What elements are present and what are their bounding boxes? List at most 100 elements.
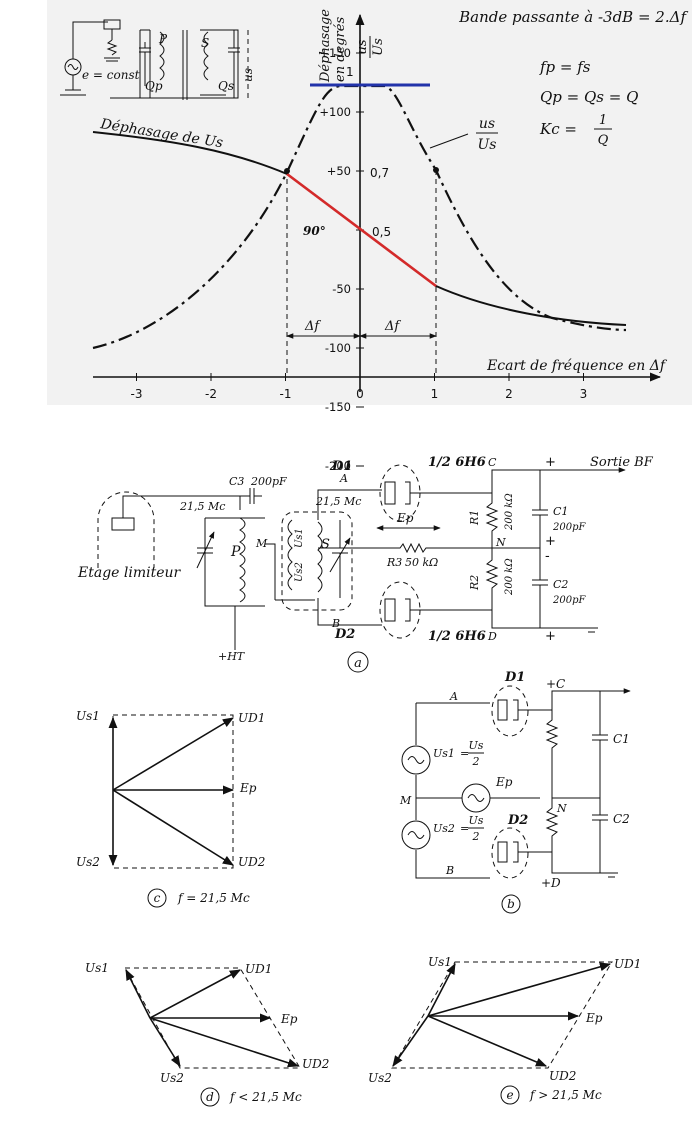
condition-d: f < 21,5 Mc [229, 1090, 302, 1104]
c-ud2: UD2 [238, 855, 265, 869]
caption-c: c [154, 891, 161, 905]
b-frac1-den: 2 [472, 755, 480, 768]
primary-tune-cap [196, 531, 215, 569]
inset-us-label: us [241, 68, 255, 82]
b-us1-label: Us1 [433, 747, 455, 760]
r2-value: 200 kΩ [504, 558, 515, 596]
inset-qp-label: Qp [145, 79, 163, 93]
primary-label: P [230, 544, 241, 560]
inset-qs-label: Qs [218, 79, 234, 93]
caption-a: a [354, 656, 362, 671]
c3-capacitor [249, 488, 255, 504]
r2-resistor [485, 548, 499, 610]
c-ud1: UD1 [238, 711, 265, 725]
vector-ud1 [112, 717, 234, 791]
discriminator-schematic: C3 200pF 21,5 Mc Etage limiteur +HT P M … [77, 455, 654, 673]
secondary-label: S [321, 537, 330, 552]
inset-p-label: P [158, 32, 168, 46]
formula-coupling-lhs: Kc = [539, 120, 577, 138]
b-n-label: N [556, 802, 567, 815]
us2-a-label: Us2 [294, 562, 305, 582]
c3-label: C3 [229, 475, 244, 488]
c1-c2-capacitors [532, 470, 548, 628]
primary-coil [239, 517, 246, 603]
b-diode-d2 [497, 841, 508, 863]
delta-f-verticals [286, 170, 437, 377]
b-d2-label: D2 [507, 813, 528, 828]
b-frac2-num: Us [469, 814, 484, 827]
plus-bottom: + [545, 629, 556, 644]
c1-label: C1 [553, 505, 568, 518]
x-tick-label: -2 [205, 387, 217, 401]
phase-axis-unit: en degrés [333, 17, 348, 82]
e-ud1: UD1 [614, 957, 641, 971]
x-tick-label: 2 [505, 387, 513, 401]
y-tick-label: -150 [325, 400, 351, 414]
caption-b: b [507, 897, 515, 911]
b-capacitors [552, 691, 608, 873]
r3-value: 50 kΩ [405, 556, 438, 569]
y-tick-label: -200 [325, 459, 351, 473]
b-frac2-den: 2 [472, 830, 480, 843]
caption-e: e [506, 1088, 513, 1102]
e-ud2: UD2 [549, 1069, 576, 1083]
ground-icon [585, 627, 598, 633]
vector-diagram-c: Us1 Us2 UD1 UD2 Ep c f = 21,5 Mc [76, 709, 265, 908]
vector-diagram-d: Us1 Us2 UD1 UD2 Ep d f < 21,5 Mc [85, 961, 329, 1107]
d-us1: Us1 [85, 961, 109, 975]
tube1-label: 1/2 6H6 [428, 455, 486, 470]
bandwidth-title: Bande passante à -3dB = 2.Δf [458, 8, 688, 26]
condition-e: f > 21,5 Mc [529, 1088, 602, 1102]
y-tick-label: -50 [332, 282, 351, 296]
d-ep: Ep [280, 1012, 298, 1026]
b-node-label: B [331, 617, 340, 630]
vector-ud2 [112, 789, 234, 866]
y-tick-label: +200 [319, 0, 351, 1]
response-curve-figure: e = const P S Qp Qs us Bande passante à … [47, 0, 692, 473]
y-tick-label: +50 [327, 164, 351, 178]
r2-label: R2 [468, 575, 481, 591]
limiter-stage-label: Etage limiteur [77, 565, 182, 581]
diode-d2-anode [405, 598, 411, 622]
d-vector-us1 [125, 968, 151, 1019]
ratio-tick-05: 0,5 [372, 225, 391, 239]
transformer-can [281, 511, 353, 611]
d2-label: D2 [334, 627, 355, 642]
e-us1: Us1 [428, 955, 452, 969]
b-d-label: +D [541, 876, 561, 890]
figure1-background [47, 0, 692, 405]
secondary-coil-icon [203, 31, 209, 81]
equivalent-circuit-b: A B M N +C +D D1 D2 Us1 = Us 2 Us2 = Us … [399, 670, 631, 914]
formula-block: fp = fs Qp = Qs = Q Kc = 1 Q [539, 58, 638, 148]
plus-top: + [545, 455, 556, 470]
delta-f-left-label: Δf [304, 319, 321, 334]
c-us1: Us1 [76, 709, 100, 723]
diode-d1-cathode [384, 481, 396, 505]
minus-mid: - [545, 549, 550, 564]
b-diode-d1 [497, 699, 508, 721]
c-node-label: C [488, 456, 497, 469]
source-us2-icon [401, 820, 431, 850]
d-us2: Us2 [160, 1071, 184, 1085]
source-ep-icon [461, 783, 491, 813]
output-line [410, 467, 626, 494]
coupled-circuit-inset: e = const P S Qp Qs us [60, 19, 255, 100]
ratio-axis-num: us [355, 39, 370, 54]
inset-s-label: S [201, 36, 209, 50]
r3-label: R3 [386, 556, 402, 569]
diode-d1-anode [405, 481, 411, 505]
d-vector-ud2 [149, 1017, 300, 1068]
d-vector-ud1 [149, 969, 241, 1019]
r3-resistor [385, 542, 492, 554]
c-ep: Ep [239, 781, 257, 795]
b-eq-2: = [460, 822, 469, 835]
b-d1-label: D1 [504, 670, 525, 685]
b-eq-1: = [460, 747, 469, 760]
c3-value: 200pF [250, 475, 287, 488]
diode-d2-cathode [384, 598, 396, 622]
output-label: Sortie BF [590, 455, 654, 470]
b-c1-label: C1 [613, 732, 630, 746]
ratio-tick-07: 0,7 [370, 166, 389, 180]
b-c-label: +C [546, 677, 565, 691]
secondary-coil [317, 521, 323, 593]
